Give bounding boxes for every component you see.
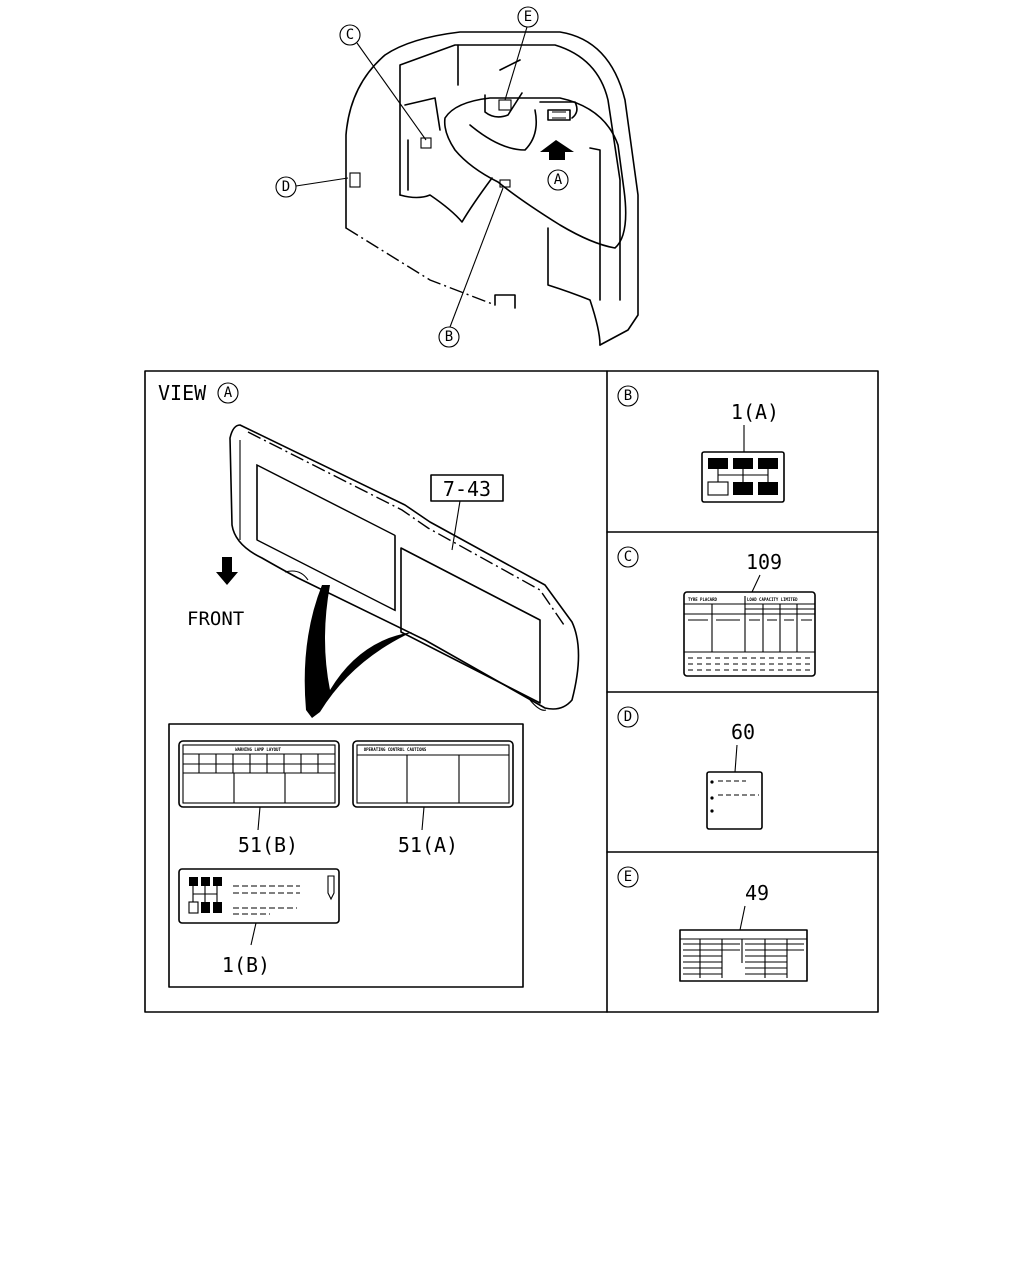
callout-a: A — [547, 169, 569, 191]
svg-text:B: B — [445, 329, 453, 345]
ref-label: 7-43 — [443, 477, 491, 501]
callout-e: E — [517, 6, 539, 28]
panel-d: D 60 — [617, 706, 763, 830]
svg-text:TYRE PLACARD: TYRE PLACARD — [688, 597, 717, 602]
panel-d-circle: D — [624, 709, 632, 725]
marker-b — [499, 179, 511, 188]
svg-text:LOAD CAPACITY LIMITED: LOAD CAPACITY LIMITED — [747, 597, 798, 602]
visor-window-left — [256, 464, 396, 612]
cab-interior-illustration — [295, 26, 639, 346]
marker-c — [420, 137, 432, 149]
panel-b: B 1(A) — [617, 385, 785, 503]
svg-text:C: C — [346, 27, 354, 43]
front-label: FRONT — [187, 608, 244, 630]
panel-e-circle: E — [624, 869, 632, 885]
label-60 — [706, 771, 763, 830]
detail-frames — [144, 370, 879, 1013]
label-51a: OPERATING CONTROL CAUTIONS — [352, 740, 514, 808]
callout-c: C — [339, 24, 361, 46]
panel-c: C 109 TYRE PLACARD LOAD CAPACITY LIMITED — [617, 546, 816, 677]
visor-panel — [229, 424, 580, 710]
svg-text:D: D — [282, 179, 290, 195]
view-label: VIEW — [158, 381, 207, 405]
label-109 — [683, 591, 816, 677]
label-49 — [679, 929, 808, 982]
svg-text:OPERATING CONTROL CAUTIONS: OPERATING CONTROL CAUTIONS — [364, 747, 427, 752]
view-label-circle: A — [224, 385, 233, 401]
label-1a — [701, 451, 785, 503]
marker-e — [498, 99, 512, 111]
label-51b: WARNING LAMP LAYOUT — [178, 740, 340, 808]
callout-d: D — [275, 176, 297, 198]
front-arrow-icon — [216, 557, 238, 585]
part-51b: 51(B) — [238, 833, 298, 857]
curved-arrow-icon — [304, 585, 412, 718]
panel-d-part: 60 — [731, 720, 755, 744]
svg-text:E: E — [524, 9, 532, 25]
view-a-arrow-icon — [540, 140, 574, 160]
view-detail-box — [168, 723, 524, 988]
panel-e: E 49 — [617, 866, 808, 982]
ref-box — [430, 474, 504, 502]
view-a-panel: VIEW A 7-43 FRONT WARNING LAMP LAYOUT — [158, 381, 580, 988]
part-51a: 51(A) — [398, 833, 458, 857]
visor-window-right — [400, 547, 541, 704]
marker-d — [349, 172, 361, 188]
panel-c-part: 109 — [746, 550, 782, 574]
label-1b — [178, 868, 340, 924]
panel-c-circle: C — [624, 549, 632, 565]
panel-e-part: 49 — [745, 881, 769, 905]
svg-text:WARNING LAMP LAYOUT: WARNING LAMP LAYOUT — [235, 747, 281, 752]
panel-b-circle: B — [624, 388, 632, 404]
part-1b: 1(B) — [222, 953, 270, 977]
callout-b: B — [438, 326, 460, 348]
panel-b-part: 1(A) — [731, 400, 779, 424]
svg-text:A: A — [554, 172, 563, 188]
